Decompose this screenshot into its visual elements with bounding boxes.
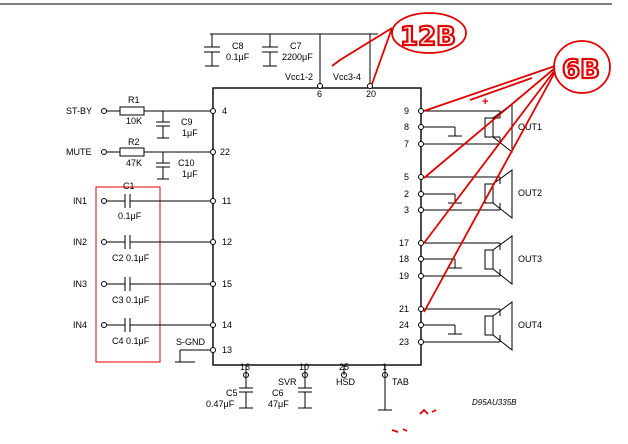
in4-label: IN4: [73, 320, 87, 330]
input-caps-highlight: [95, 186, 161, 363]
in2-label: IN2: [73, 237, 87, 247]
standby-mute-network: [101, 106, 216, 180]
pin-16: 16: [240, 362, 250, 372]
c6-ref: C6: [272, 388, 284, 398]
pin-18: 18: [399, 254, 409, 264]
pin-21: 21: [399, 304, 409, 314]
input-coupling-network: [101, 194, 216, 363]
pin-17: 17: [399, 238, 409, 248]
mute-label: MUTE: [66, 147, 92, 157]
tab-label: TAB: [392, 377, 409, 387]
pin-4: 4: [222, 106, 227, 116]
pin-23: 23: [399, 337, 409, 347]
pin-9: 9: [404, 106, 409, 116]
ic-body: [212, 87, 422, 366]
handwritten-annotations: [331, 12, 611, 433]
handwritten-6v: 6B: [562, 55, 600, 85]
pin-1: 1: [382, 362, 387, 372]
bottom-network: [239, 365, 392, 411]
pin-25: 25: [339, 362, 349, 372]
c1-value: 0.1μF: [118, 211, 142, 221]
r2-value: 47K: [126, 158, 142, 168]
pin-19: 19: [399, 271, 409, 281]
vcc12-label: Vcc1-2: [285, 72, 313, 82]
in3-label: IN3: [73, 279, 87, 289]
pin-11: 11: [222, 196, 231, 206]
c4-label: C4 0.1μF: [112, 336, 150, 346]
c1-ref: C1: [123, 181, 135, 191]
c8-ref: C8: [232, 41, 244, 51]
pin-3: 3: [404, 205, 409, 215]
pin-15: 15: [222, 279, 232, 289]
pin-6: 6: [317, 89, 322, 99]
pin-8: 8: [404, 122, 409, 132]
vcc34-label: Vcc3-4: [333, 72, 361, 82]
pin-24: 24: [399, 320, 409, 330]
c10-ref: C10: [178, 158, 195, 168]
pin-13: 13: [222, 345, 232, 355]
r1-ref: R1: [128, 95, 140, 105]
c5-ref: C5: [226, 388, 238, 398]
supply-network: [204, 33, 378, 89]
r1-value: 10K: [126, 116, 142, 126]
pin-5: 5: [404, 172, 409, 182]
c6-value: 47μF: [268, 399, 289, 409]
pin-12: 12: [222, 237, 232, 247]
out3-label: OUT3: [518, 254, 542, 264]
c3-label: C3 0.1μF: [112, 295, 150, 305]
in1-label: IN1: [73, 196, 87, 206]
sgnd-label: S-GND: [176, 337, 206, 347]
r2-ref: R2: [128, 137, 140, 147]
c8-value: 0.1μF: [226, 52, 250, 62]
c5-value: 0.47μF: [206, 399, 235, 409]
c9-value: 1μF: [182, 128, 198, 138]
pin-10: 10: [299, 362, 309, 372]
hsd-label: HSD: [336, 377, 356, 387]
out2-label: OUT2: [518, 188, 542, 198]
svr-label: SVR: [278, 377, 297, 387]
c9-ref: C9: [181, 117, 193, 127]
out1-label: OUT1: [518, 122, 542, 132]
c2-label: C2 0.1μF: [112, 253, 150, 263]
pin-2: 2: [404, 189, 409, 199]
c7-value: 2200μF: [282, 52, 313, 62]
pin-22: 22: [220, 147, 230, 157]
pin-14: 14: [222, 320, 232, 330]
output-network: [418, 103, 513, 352]
stby-label: ST-BY: [66, 106, 92, 116]
pin-7: 7: [404, 139, 409, 149]
out4-label: OUT4: [518, 320, 542, 330]
handwritten-12v: 12B: [400, 22, 456, 52]
pin-20: 20: [366, 89, 376, 99]
reference-code: D95AU335B: [472, 398, 517, 407]
plus-mark: +: [482, 96, 488, 108]
c10-value: 1μF: [182, 169, 198, 179]
c7-ref: C7: [290, 41, 302, 51]
